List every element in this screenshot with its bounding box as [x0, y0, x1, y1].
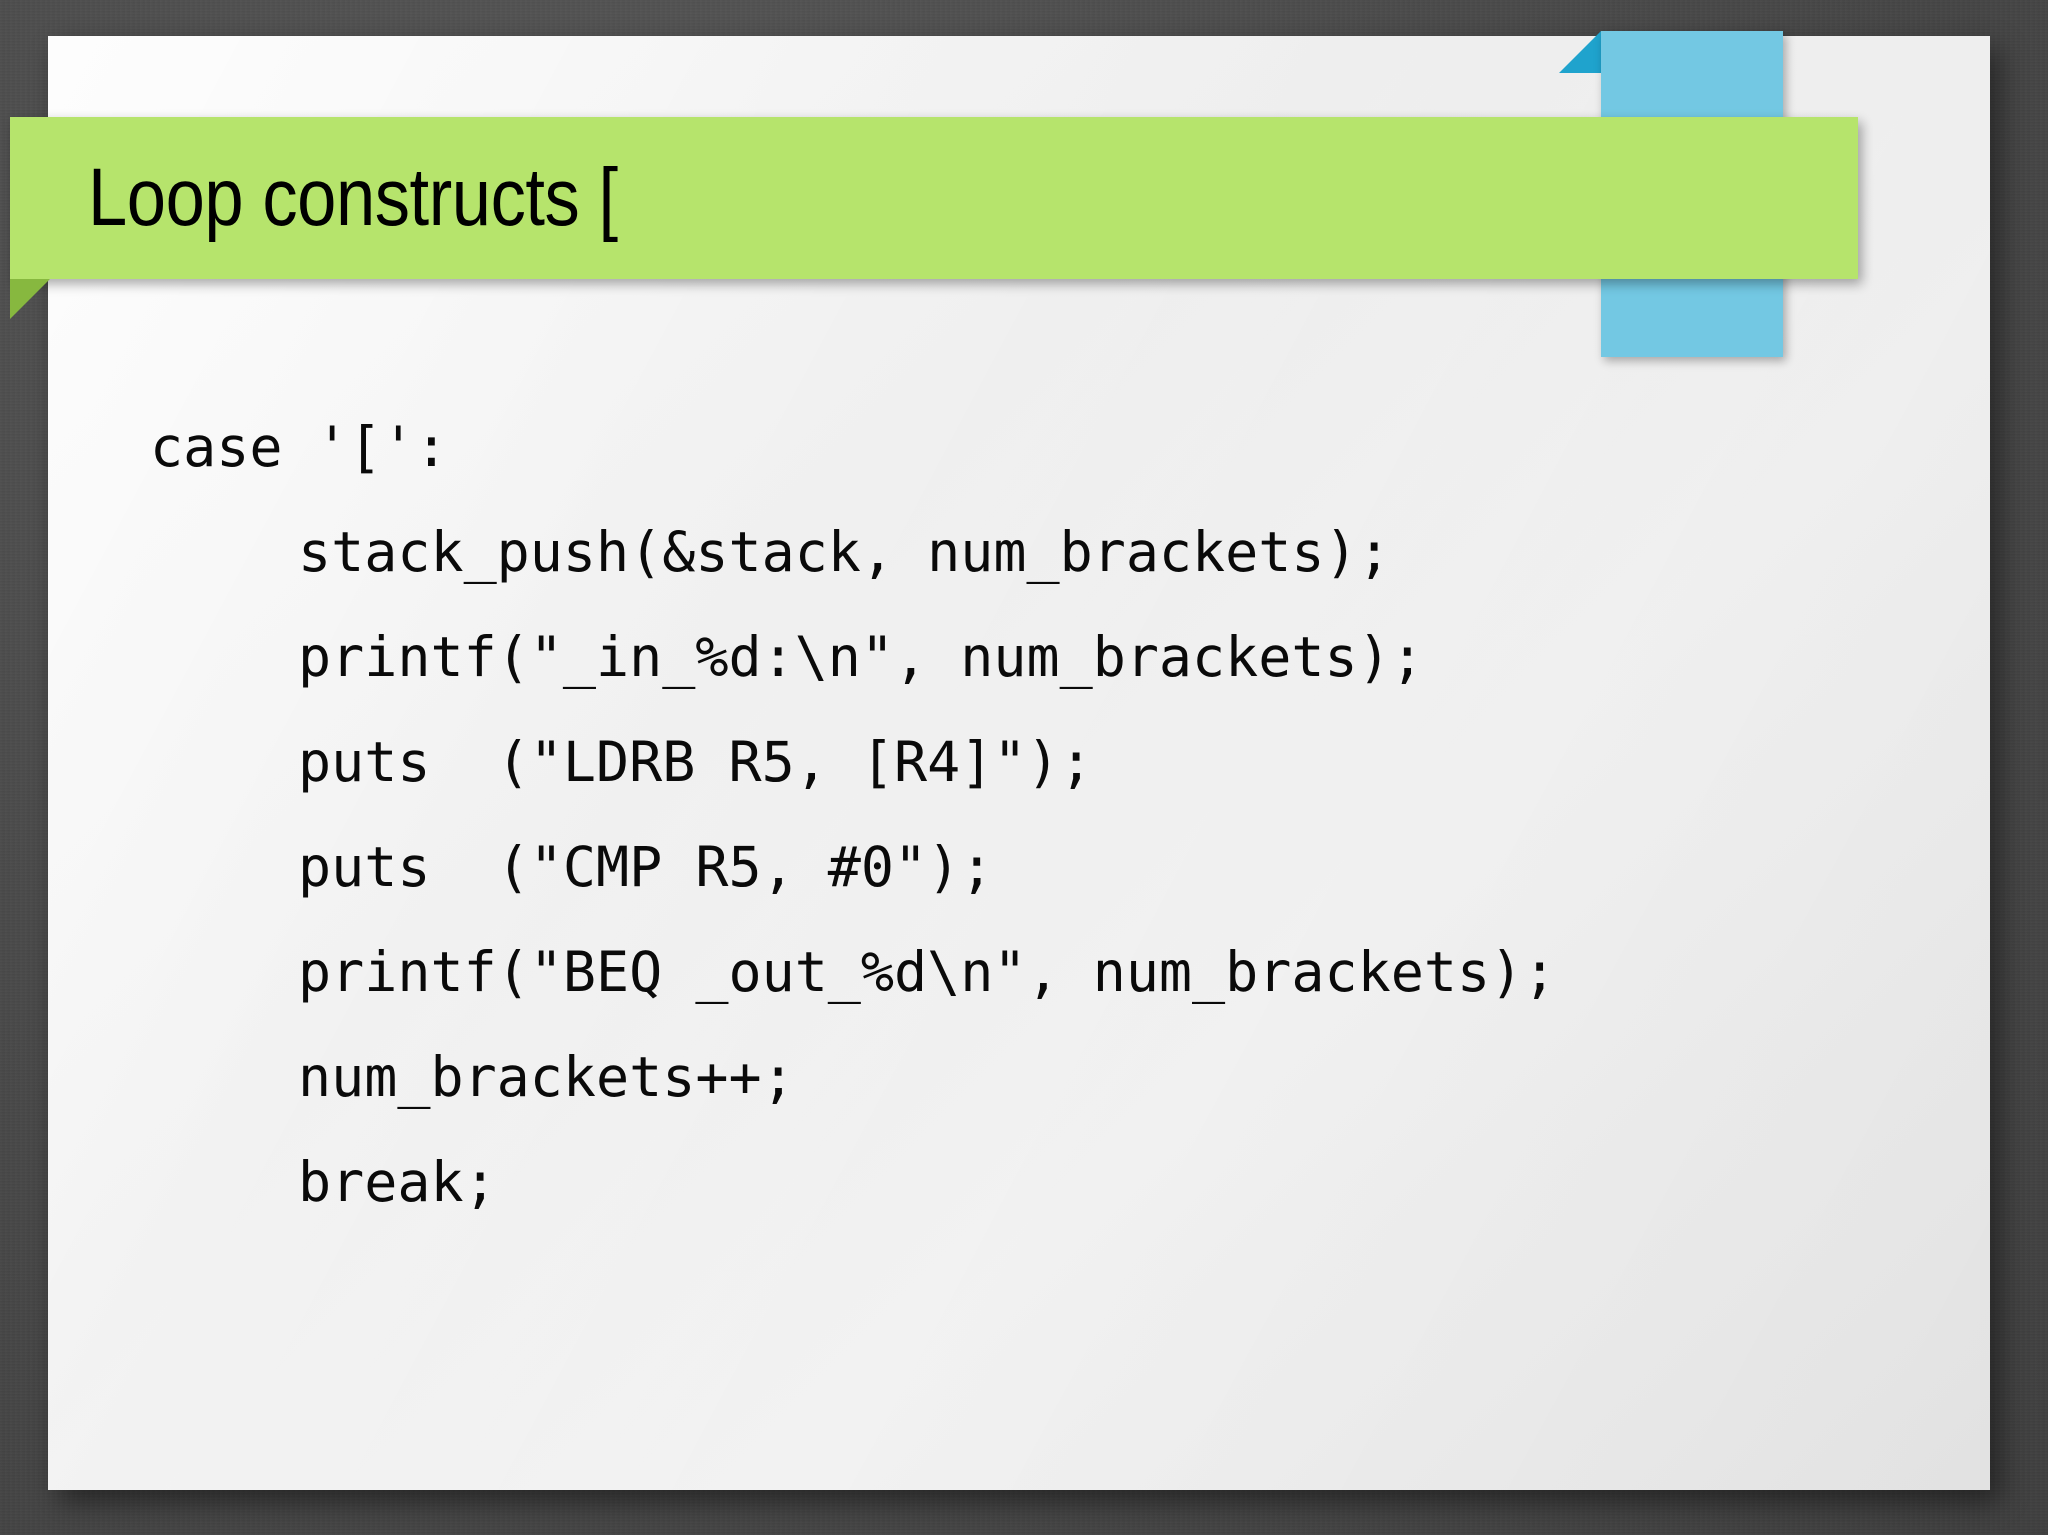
- code-line: printf("BEQ _out_%d\n", num_brackets);: [298, 940, 1557, 1004]
- code-line: num_brackets++;: [298, 1045, 795, 1109]
- code-line: printf("_in_%d:\n", num_brackets);: [298, 625, 1424, 689]
- blue-tab-fold-triangle: [1559, 31, 1601, 73]
- code-line: puts ("LDRB R5, [R4]");: [298, 730, 1093, 794]
- page-title: Loop constructs [: [88, 152, 618, 243]
- title-banner-fold-triangle: [10, 279, 50, 319]
- title-banner: Loop constructs [: [10, 117, 1858, 279]
- code-line: break;: [298, 1150, 497, 1214]
- code-line: case '[':: [150, 415, 449, 479]
- code-block: case '[': stack_push(&stack, num_brackets…: [150, 395, 1850, 1235]
- code-line: puts ("CMP R5, #0");: [298, 835, 994, 899]
- code-line: stack_push(&stack, num_brackets);: [298, 520, 1391, 584]
